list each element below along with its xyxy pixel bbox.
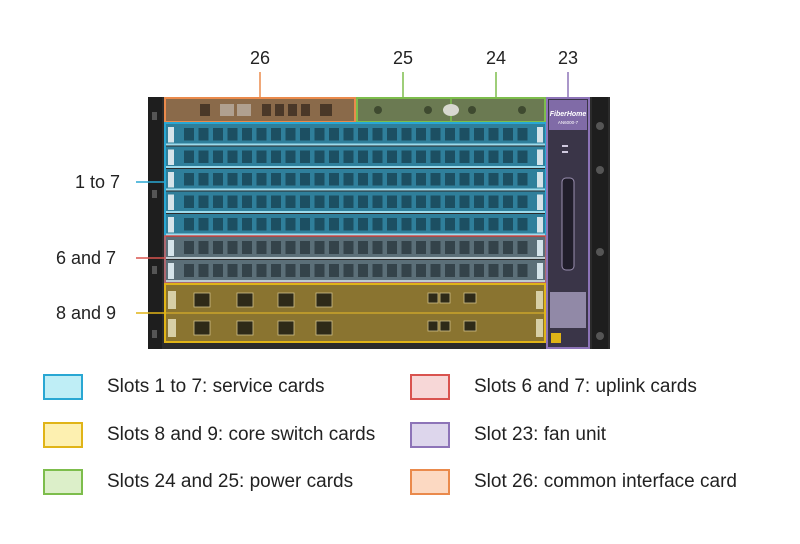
legend-swatch: [43, 422, 83, 448]
rack-ear-holes: [152, 112, 604, 340]
callout-slot-24: 24: [486, 48, 506, 68]
uplink-cards: [166, 237, 545, 282]
right-rack-ear: [592, 97, 608, 349]
fan-unit-handle: [561, 177, 575, 271]
legend-swatch: [43, 469, 83, 495]
service-card-row: [166, 191, 545, 213]
callout-slot-25: 25: [393, 48, 413, 68]
legend-item-service-cards: Slots 1 to 7: service cards: [43, 373, 325, 401]
legend-swatch: [410, 469, 450, 495]
callout-lines: [136, 72, 569, 314]
interface-card-ports: [200, 104, 332, 116]
fan-unit-badge: [549, 100, 587, 130]
service-card-row: [166, 169, 545, 191]
uplink-card-row: [166, 260, 545, 282]
legend-swatch: [410, 422, 450, 448]
core-card-handles: [168, 291, 543, 337]
legend-label: Slot 26: common interface card: [474, 471, 737, 492]
callout-slot-23: 23: [558, 48, 578, 68]
legend-item-power-cards: Slots 24 and 25: power cards: [43, 468, 353, 496]
legend-swatch: [43, 374, 83, 400]
model-text: AN6000-7: [558, 120, 579, 125]
callout-service-cards: 1 to 7: [75, 172, 120, 192]
legend-item-interface-card: Slot 26: common interface card: [410, 468, 737, 496]
legend-item-fan-unit: Slot 23: fan unit: [410, 421, 606, 449]
service-card-row: [166, 124, 545, 146]
fan-led-indicators: [562, 145, 568, 153]
chassis-diagram: FiberHome AN6000-7 26 25 24 23 1 to 7 6 …: [56, 48, 610, 349]
brand-logo-text: FiberHome: [550, 111, 587, 118]
callout-uplink-cards: 6 and 7: [56, 248, 116, 268]
uplink-card-row: [166, 237, 545, 259]
callout-core-switch-cards: 8 and 9: [56, 303, 116, 323]
legend-label: Slots 8 and 9: core switch cards: [107, 424, 376, 445]
power-card-details: [374, 104, 526, 116]
fan-unit-label-plate: [550, 292, 586, 328]
service-card-row: [166, 146, 545, 168]
legend-label: Slots 24 and 25: power cards: [107, 471, 354, 492]
service-cards: [166, 124, 545, 236]
legend: Slots 1 to 7: service cards Slots 6 and …: [0, 360, 800, 544]
legend-label: Slot 23: fan unit: [474, 424, 607, 445]
legend-label: Slots 6 and 7: uplink cards: [474, 376, 697, 397]
service-card-row: [166, 214, 545, 236]
legend-item-core-switch-cards: Slots 8 and 9: core switch cards: [43, 421, 375, 449]
core-card-ports: [193, 292, 477, 336]
callout-slot-26: 26: [250, 48, 270, 68]
legend-label: Slots 1 to 7: service cards: [107, 376, 325, 397]
legend-swatch: [410, 374, 450, 400]
left-rack-ear: [148, 97, 162, 349]
warning-icon: [551, 333, 561, 343]
legend-item-uplink-cards: Slots 6 and 7: uplink cards: [410, 373, 697, 401]
